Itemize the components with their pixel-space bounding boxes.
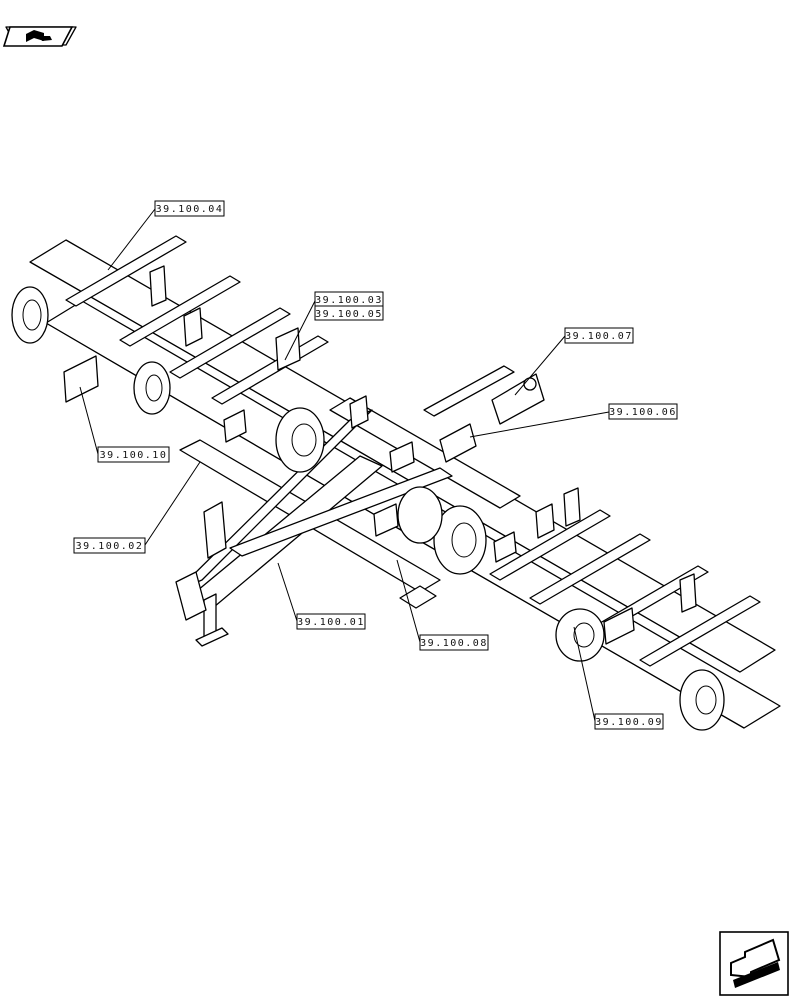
callout-39-100-08[interactable]: 39.100.08 (419, 634, 489, 651)
callout-39-100-06[interactable]: 39.100.06 (608, 403, 678, 420)
callout-label: 39.100.06 (609, 407, 677, 418)
navigation-arrow-icon[interactable] (719, 931, 789, 996)
callout-39-100-07[interactable]: 39.100.07 (564, 327, 634, 344)
callout-label: 39.100.10 (100, 450, 168, 461)
callout-39-100-02[interactable]: 39.100.02 (73, 537, 146, 554)
callout-label: 39.100.05 (315, 309, 383, 320)
callout-label: 39.100.01 (297, 617, 365, 628)
callout-39-100-09[interactable]: 39.100.09 (594, 713, 664, 730)
book-hand-icon[interactable] (2, 26, 77, 47)
callout-39-100-10[interactable]: 39.100.10 (97, 446, 170, 463)
callout-39-100-03[interactable]: 39.100.03 (314, 291, 384, 307)
callout-39-100-04[interactable]: 39.100.04 (154, 200, 225, 217)
callout-39-100-01[interactable]: 39.100.01 (296, 613, 366, 630)
callout-label: 39.100.09 (595, 717, 663, 728)
cultivator-frame-drawing (11, 235, 781, 731)
callout-label: 39.100.03 (315, 295, 383, 306)
callout-39-100-05[interactable]: 39.100.05 (314, 305, 384, 321)
callout-label: 39.100.02 (76, 541, 144, 552)
leader-lines (79, 208, 610, 722)
callout-label: 39.100.08 (420, 638, 488, 649)
callout-label: 39.100.07 (565, 331, 633, 342)
callout-label: 39.100.04 (156, 204, 224, 215)
